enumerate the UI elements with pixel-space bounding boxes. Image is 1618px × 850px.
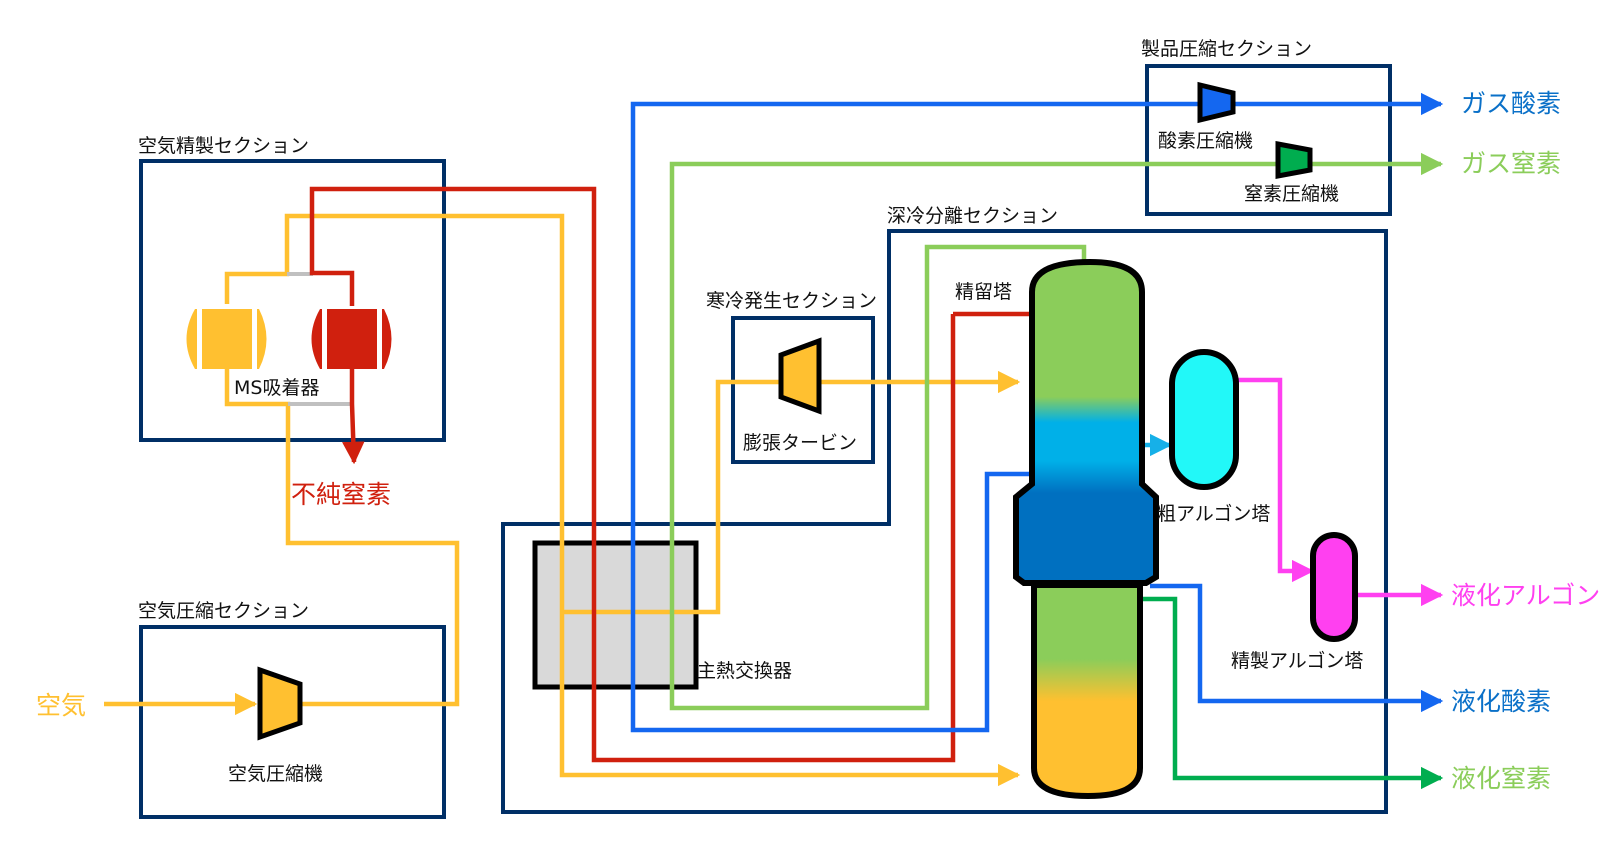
rectification-column-upper — [1013, 258, 1159, 586]
liquid-nitrogen-label: 液化窒素 — [1451, 764, 1551, 793]
liquid-oxygen-label: 液化酸素 — [1451, 687, 1551, 716]
expansion-turbine: 膨張タービン — [743, 337, 857, 454]
pure-argon-column-label: 精製アルゴン塔 — [1231, 650, 1363, 672]
ms-adsorber-vessel-a — [186, 309, 267, 369]
rectification-column-label: 精留塔 — [955, 281, 1012, 303]
oxygen-compressor-label: 酸素圧縮機 — [1158, 130, 1253, 152]
refrigeration-section-box — [731, 316, 875, 464]
product-compression-section: 製品圧縮セクション — [1141, 38, 1392, 216]
air-compressor-label: 空気圧縮機 — [228, 763, 323, 785]
main-heat-exchanger: 主熱交換器 — [532, 540, 792, 690]
gas-oxygen-label: ガス酸素 — [1461, 89, 1561, 118]
ms-adsorber: MS吸着器 — [186, 309, 392, 399]
cryogenic-separation-section: 深冷分離セクション — [501, 205, 1388, 814]
air-compression-section-label: 空気圧縮セクション — [138, 600, 309, 622]
nitrogen-compressor-icon — [1275, 140, 1313, 180]
air-compressor: 空気圧縮機 — [228, 666, 323, 785]
ms-adsorber-label: MS吸着器 — [234, 377, 319, 399]
oxygen-compressor: 酸素圧縮機 — [1158, 81, 1253, 152]
purified-air-main-pipe — [224, 213, 1021, 787]
turbine-air-pipe — [562, 370, 1021, 615]
cryogenic-separation-section-box — [501, 229, 1388, 814]
cryogenic-separation-section-label: 深冷分離セクション — [887, 205, 1058, 227]
nitrogen-compressor-label: 窒素圧縮機 — [1244, 183, 1339, 205]
liquid-oxygen-pipe — [1150, 583, 1444, 713]
air-purification-section-label: 空気精製セクション — [138, 135, 309, 157]
air-compression-section-box — [139, 625, 446, 819]
main-heat-exchanger-label: 主熱交換器 — [697, 660, 792, 682]
air-compression-section: 空気圧縮セクション — [138, 600, 446, 819]
air-purification-section-box — [139, 159, 446, 442]
pure-argon-column: 精製アルゴン塔 — [1231, 532, 1363, 672]
expansion-turbine-icon — [778, 337, 822, 415]
product-compression-section-box — [1145, 64, 1392, 216]
oxygen-compressor-icon — [1197, 81, 1236, 124]
gas-oxygen-pipe — [630, 92, 1444, 733]
liquid-argon-label: 液化アルゴン — [1451, 581, 1600, 610]
air-inlet-label: 空気 — [36, 691, 86, 720]
impure-nitrogen-label: 不純窒素 — [291, 480, 391, 509]
crude-argon-column-label: 粗アルゴン塔 — [1157, 503, 1270, 525]
liquid-nitrogen-pipe — [1140, 596, 1444, 790]
argon-transfer-pipe — [1236, 377, 1315, 583]
impure-nitrogen-return-pipe — [309, 186, 956, 763]
air-purification-section: 空気精製セクション — [138, 135, 446, 442]
gas-nitrogen-label: ガス窒素 — [1461, 149, 1561, 178]
refrigeration-section: 寒冷発生セクション — [706, 290, 877, 464]
ms-adsorber-vessel-b — [311, 309, 392, 369]
gas-nitrogen-pipe — [669, 152, 1444, 711]
compressed-air-pipe — [224, 368, 460, 707]
crude-argon-column-body — [1169, 349, 1239, 490]
air-compressor-icon — [257, 666, 303, 741]
crude-argon-column: 粗アルゴン塔 — [1157, 349, 1270, 525]
expansion-turbine-label: 膨張タービン — [743, 432, 857, 454]
refrigeration-section-label: 寒冷発生セクション — [706, 290, 877, 312]
rectification-column-lower — [1031, 582, 1143, 800]
impure-nitrogen-vent-pipe — [342, 368, 365, 465]
pure-argon-column-body — [1310, 532, 1358, 642]
nitrogen-compressor: 窒素圧縮機 — [1244, 140, 1339, 205]
rectification-column: 精留塔 — [955, 258, 1159, 800]
product-compression-section-label: 製品圧縮セクション — [1141, 38, 1312, 60]
